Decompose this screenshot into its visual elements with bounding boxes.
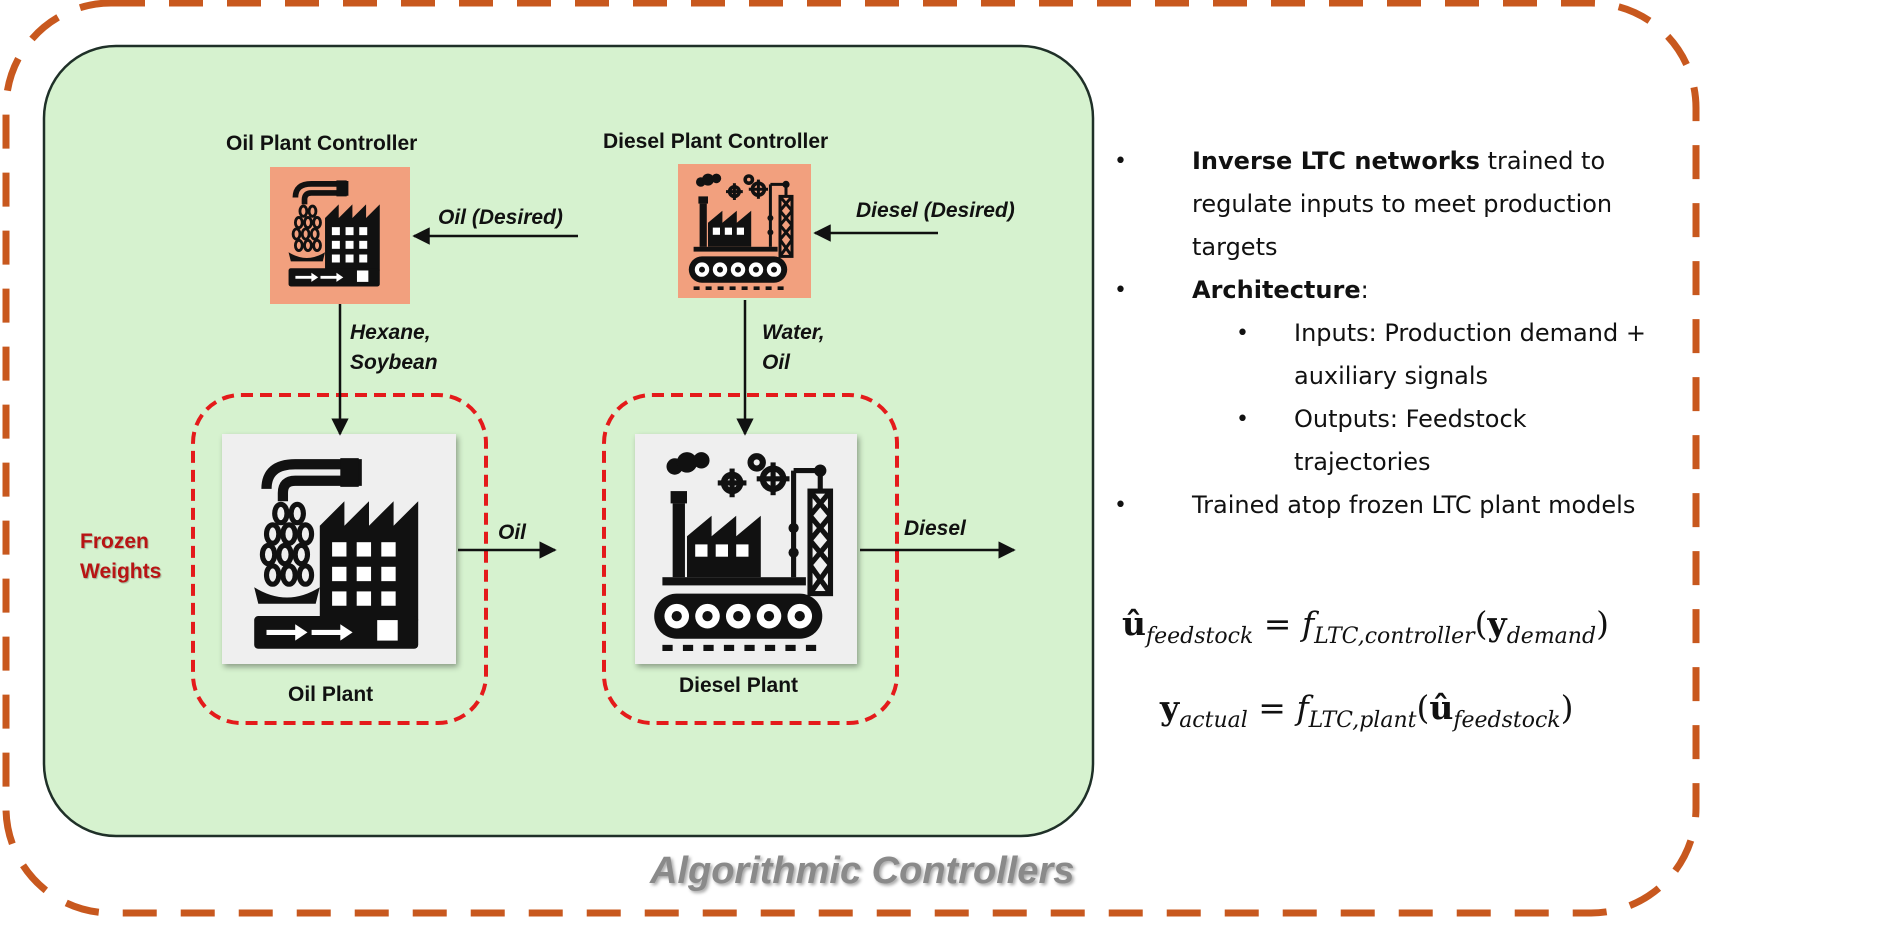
oil-output-label: Oil [498,521,527,544]
eq2-equals: = [1258,688,1286,727]
soybean-label: Soybean [350,351,438,374]
water-label: Water, [762,321,825,344]
bullet-dot: • [1236,321,1249,346]
diesel-desired-label: Diesel (Desired) [856,199,1015,222]
sub-bullet-outputs: • Outputs: Feedstock [1120,398,1680,441]
sub-bullet-outputs-line1: Outputs: Feedstock [1294,405,1527,433]
controllers-panel [42,44,1095,838]
oil-plant-title: Oil Plant [288,683,374,706]
eq1-func-sub: LTC,controller [1314,624,1475,649]
sub-bullet-inputs-line1: Inputs: Production demand + [1294,319,1646,347]
bullet-inverse-ltc-line3: targets [1192,233,1278,261]
eq1-func: f [1301,604,1315,643]
diesel-output-label: Diesel [904,517,966,540]
plant-equation: yactual = fLTC,plant(ûfeedstock) [1160,688,1574,733]
frozen-label-line2: Weights [80,560,162,583]
bullet-architecture-colon: : [1360,276,1369,304]
eq2-lhs-sub: actual [1179,708,1248,733]
eq1-arg-sub: demand [1506,624,1597,649]
frozen-label-line1: Frozen [80,530,149,553]
diesel-controller-title: Diesel Plant Controller [603,130,829,153]
sub-bullet-outputs-line2: trajectories [1294,448,1431,476]
bullet-inverse-ltc-bold: Inverse LTC networks [1192,147,1480,175]
sub-bullet-inputs: • Inputs: Production demand + [1120,312,1680,355]
hexane-soybean-label: Hexane, Soybean [350,318,438,378]
bullet-architecture: • Architecture: [1114,269,1680,312]
bullet-dot: • [1114,149,1127,174]
bullet-dot: • [1236,407,1249,432]
bullet-architecture-bold: Architecture [1192,276,1361,304]
oil-desired-label: Oil (Desired) [438,206,563,229]
description-list: • Inverse LTC networks trained to regula… [1114,140,1680,527]
bullet-dot: • [1114,493,1127,518]
eq1-arg-symbol: y [1487,604,1507,643]
sub-bullet-inputs-line2: auxiliary signals [1294,362,1489,390]
eq1-equals: = [1263,604,1292,643]
eq1-lhs-sub: feedstock [1146,624,1254,649]
water-oil-label: Water, Oil [762,318,825,378]
oil-controller-title: Oil Plant Controller [226,132,418,155]
bullet-dot: • [1114,278,1127,303]
eq2-arg-sub: feedstock [1453,708,1561,733]
frozen-weights-label: Frozen Weights [80,527,161,587]
bullet-inverse-ltc: • Inverse LTC networks trained to [1114,140,1680,183]
eq2-func: f [1296,688,1309,727]
controller-equation: ûfeedstock = fLTC,controller(ydemand) [1122,604,1609,649]
oil-input-label: Oil [762,351,791,374]
diesel-plant-title: Diesel Plant [679,674,799,697]
bullet-inverse-ltc-line2: regulate inputs to meet production [1192,190,1613,218]
eq2-func-sub: LTC,plant [1308,708,1417,733]
eq1-lhs-symbol: û [1122,604,1146,643]
bullet-trained-atop-text: Trained atop frozen LTC plant models [1192,491,1636,519]
bullet-trained-atop: • Trained atop frozen LTC plant models [1114,484,1680,527]
eq2-lhs-symbol: y [1160,688,1180,727]
hexane-label: Hexane, [350,321,431,344]
eq2-arg-symbol: û [1429,688,1454,727]
outer-dashed-border [2,0,1700,917]
bullet-inverse-ltc-rest: trained to [1479,147,1606,175]
frozen-diesel-region [602,393,899,725]
diagram-caption: Algorithmic Controllers [650,850,1075,892]
